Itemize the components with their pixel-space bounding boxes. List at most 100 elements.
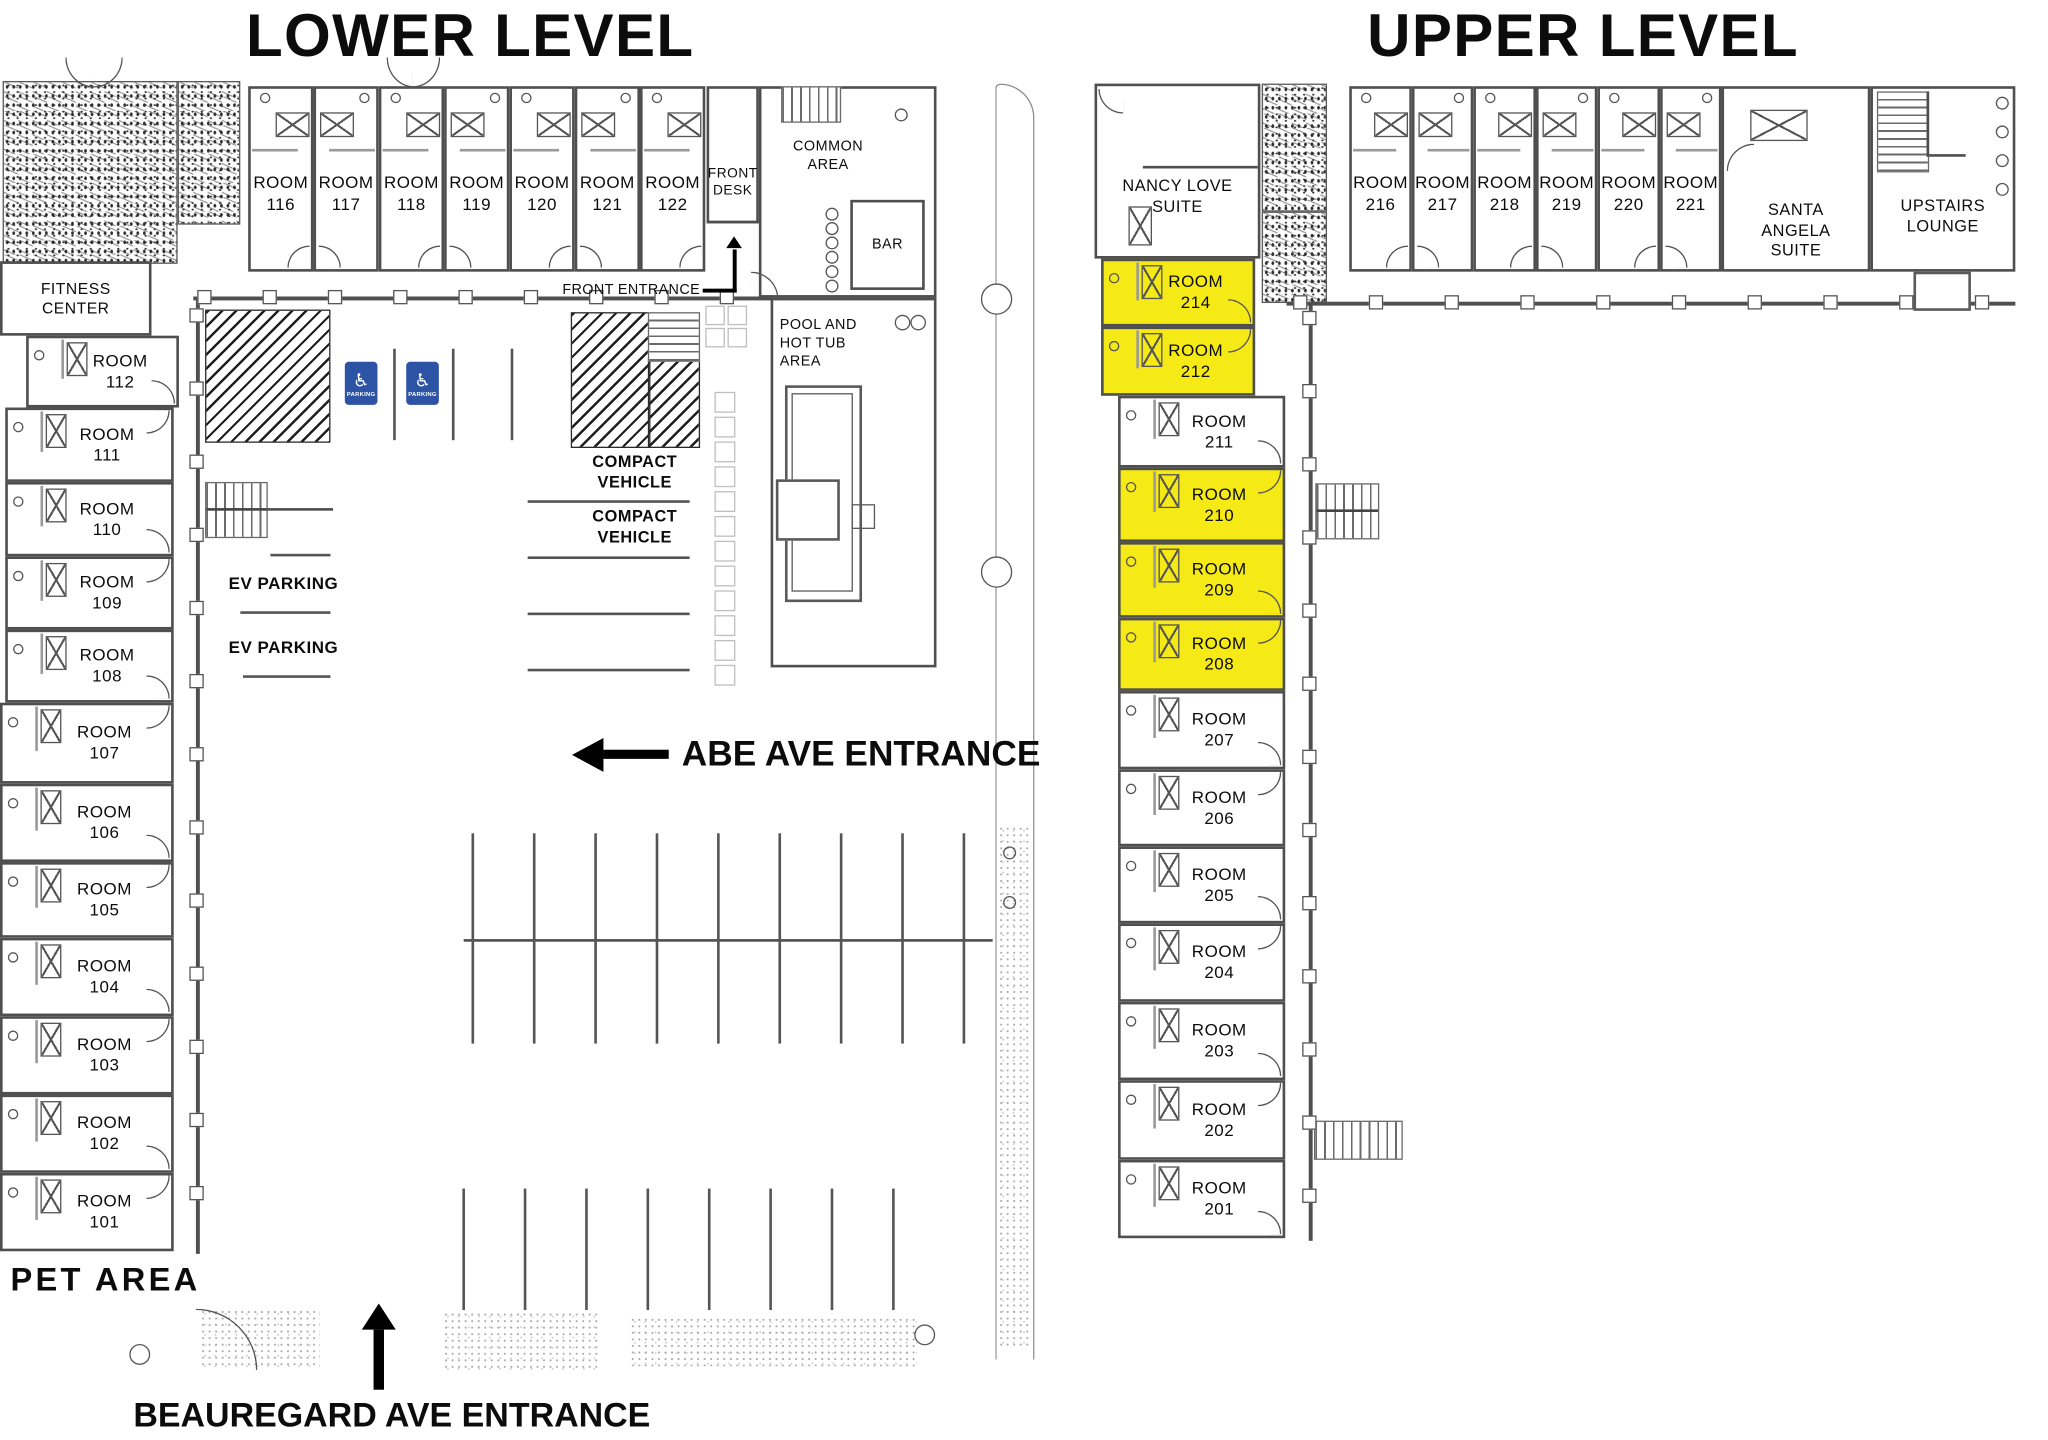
- paver-square: [714, 391, 736, 413]
- room-label: ROOM 119: [449, 172, 505, 214]
- bathroom-wall: [35, 865, 38, 908]
- landscape-texture: [2, 80, 178, 264]
- wall-post: [1823, 295, 1838, 310]
- wall-post: [1899, 295, 1914, 310]
- bathroom-wall: [1136, 330, 1139, 369]
- stair-midrail: [1316, 509, 1378, 512]
- bathroom-wall: [1551, 148, 1594, 151]
- stairs-icon: [1315, 483, 1380, 540]
- ev-parking-label: EV PARKING: [228, 637, 339, 657]
- room: [1118, 1080, 1286, 1160]
- circle-marker: [825, 222, 839, 236]
- wall-post: [189, 747, 204, 762]
- wall-post: [189, 1112, 204, 1128]
- paver-square: [727, 327, 748, 348]
- wall-post: [189, 308, 204, 323]
- wall-segment: [758, 295, 937, 298]
- circle-marker: [7, 1030, 19, 1041]
- paver-square: [714, 540, 736, 562]
- hatched-area: [647, 359, 701, 448]
- wardrobe-icon: [1542, 112, 1577, 138]
- stairs-icon: [647, 312, 701, 362]
- circle-marker: [13, 643, 24, 655]
- wall-post: [393, 289, 408, 305]
- wall-post: [189, 1185, 204, 1201]
- wall-post: [1302, 530, 1317, 545]
- front-entrance-arrow-icon: [726, 236, 742, 249]
- parking-stall-line: [839, 833, 842, 1044]
- wall-post: [1302, 1188, 1317, 1203]
- circle-marker: [390, 92, 401, 104]
- circle-marker: [489, 92, 501, 104]
- bathroom-wall: [1427, 148, 1470, 151]
- wall-post: [1974, 295, 1990, 310]
- room-label: ROOM 212: [1168, 339, 1224, 381]
- circle-marker: [825, 250, 839, 264]
- room-label: ROOM 201: [1191, 1177, 1247, 1219]
- circle-marker: [1125, 410, 1137, 421]
- compact-vehicle-label: COMPACT VEHICLE: [592, 507, 678, 546]
- parking-stall-line: [523, 1188, 526, 1311]
- abe-ave-entrance: ABE AVE ENTRANCE: [572, 734, 1040, 774]
- parking-stall-line: [240, 611, 331, 614]
- room-label: ROOM 120: [514, 172, 570, 214]
- circle-marker: [894, 314, 911, 331]
- room-label: ROOM 111: [79, 423, 135, 465]
- room-label: ROOM 202: [1191, 1098, 1247, 1140]
- area-bar: [850, 199, 925, 290]
- circle-marker: [1108, 340, 1120, 352]
- room-label: ROOM 206: [1191, 786, 1247, 828]
- wardrobe-icon: [66, 342, 88, 377]
- wall-post: [189, 966, 204, 981]
- circle-marker: [1485, 92, 1496, 104]
- circle-marker: [910, 314, 927, 331]
- parking-stall-line: [510, 348, 513, 441]
- room-label: ROOM 107: [77, 721, 132, 763]
- paver-square: [714, 615, 736, 637]
- parking-stall-line: [527, 556, 690, 559]
- circle-marker: [914, 1324, 936, 1346]
- wall-segment: [1308, 301, 1312, 1241]
- wardrobe-icon: [1158, 852, 1180, 887]
- wall-post: [1747, 295, 1762, 310]
- wall-segment: [1926, 91, 1930, 157]
- paver-square: [714, 565, 736, 587]
- wardrobe-icon: [1158, 1008, 1180, 1043]
- landscape-texture: [1261, 211, 1328, 304]
- circle-marker: [521, 92, 532, 104]
- wardrobe-icon: [40, 1022, 62, 1057]
- area-upstairs-lounge: [1870, 86, 2016, 272]
- wardrobe-icon: [1750, 109, 1808, 142]
- circle-marker: [1125, 937, 1137, 949]
- circle-marker: [825, 265, 839, 279]
- parking-stall-line: [270, 553, 331, 556]
- circle-marker: [1125, 481, 1137, 493]
- wheelchair-icon: ♿: [352, 368, 370, 390]
- room-label: ROOM 105: [77, 878, 132, 920]
- bathroom-wall: [252, 148, 298, 151]
- wall-post: [1302, 1042, 1317, 1057]
- wardrobe-icon: [1158, 1086, 1180, 1121]
- front-entrance-label: FRONT ENTRANCE: [562, 282, 701, 298]
- wardrobe-icon: [40, 790, 62, 825]
- room-label: ROOM 108: [79, 644, 135, 686]
- wall-post: [1302, 603, 1317, 618]
- area-front-desk: [706, 86, 759, 224]
- wardrobe-icon: [1374, 112, 1408, 138]
- room-highlighted: [1118, 617, 1286, 691]
- circle-marker: [1995, 125, 2009, 139]
- area-fitness-center: [0, 261, 152, 336]
- bathroom-wall: [1136, 262, 1139, 300]
- bathroom-wall: [643, 148, 690, 151]
- pool-fixture: [1913, 271, 1971, 311]
- pet-area-label: PET AREA: [10, 1261, 201, 1299]
- circle-marker: [1701, 92, 1713, 104]
- bathroom-wall: [459, 148, 506, 151]
- circle-marker: [1995, 96, 2009, 110]
- stairs-icon: [781, 86, 842, 123]
- wardrobe-icon: [1158, 474, 1180, 509]
- bathroom-wall: [35, 1020, 38, 1064]
- area-nancy-love-suite: [1094, 83, 1261, 259]
- parking-stall-line: [646, 1188, 649, 1311]
- room-label: ROOM 103: [77, 1034, 132, 1075]
